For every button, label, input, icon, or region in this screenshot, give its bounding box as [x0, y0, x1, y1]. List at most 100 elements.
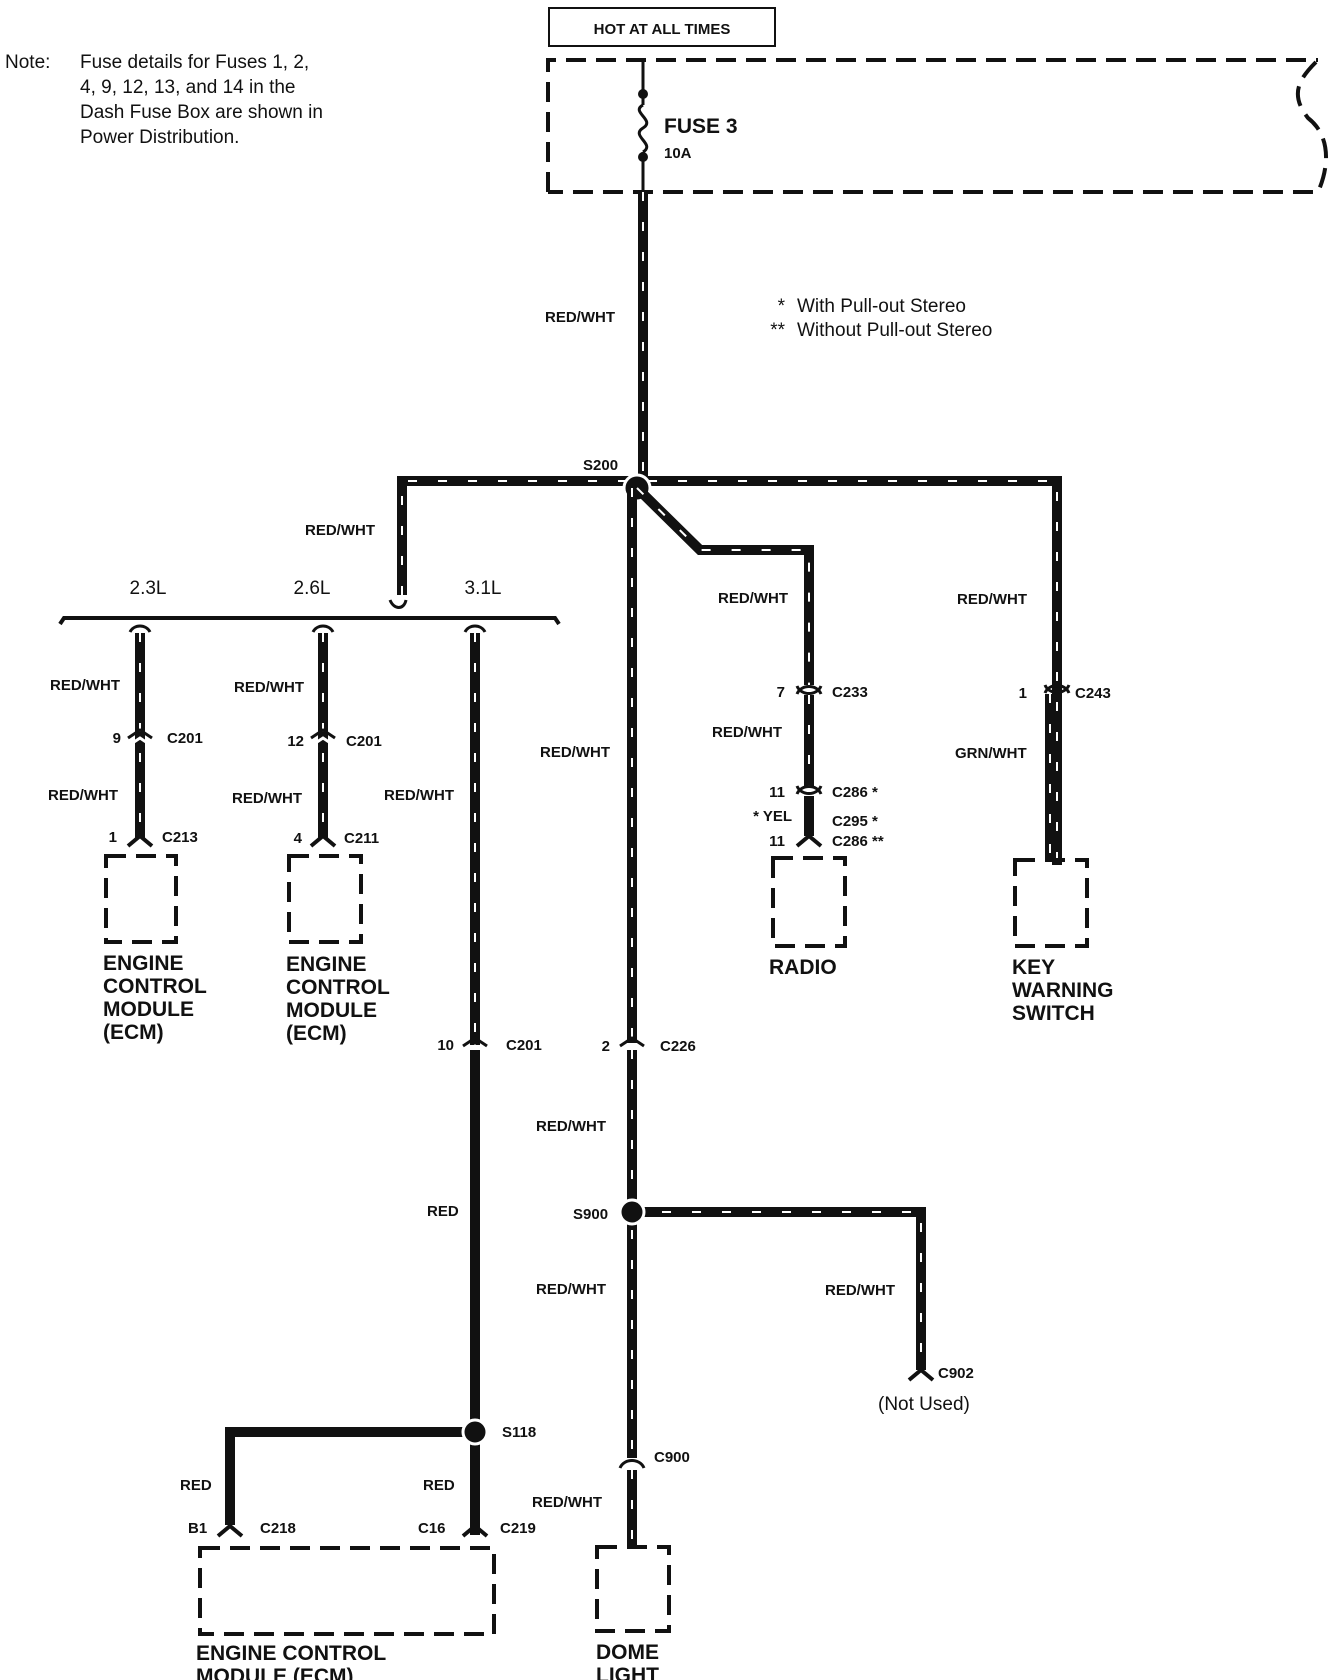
pin-2: 2: [602, 1038, 610, 1055]
legend-double-star: **: [770, 320, 785, 341]
legend: * With Pull-out Stereo ** Without Pull-o…: [770, 296, 992, 341]
connector-c900: C900: [654, 1449, 690, 1466]
wire-label-red-c219: RED: [423, 1477, 455, 1494]
svg-text:DOME: DOME: [596, 1641, 659, 1664]
ecm-2-6l-label: ENGINE CONTROL MODULE (ECM): [286, 953, 390, 1045]
connector-c201-2-6l: C201: [346, 733, 382, 750]
pin-c16: C16: [418, 1520, 446, 1537]
fuse-name: FUSE 3: [664, 115, 738, 138]
engine-2-3l: 2.3L: [130, 578, 167, 599]
note-block: Note: Fuse details for Fuses 1, 2, 4, 9,…: [5, 52, 323, 148]
note-line-1: Fuse details for Fuses 1, 2,: [80, 52, 309, 73]
wire-center-trunk: [618, 488, 646, 1545]
pin-1-c213: 1: [109, 829, 117, 846]
pin-11-c286-star: 11: [769, 784, 785, 801]
wire-branch-2-6l: [309, 624, 337, 848]
wire-label-radio-b: RED/WHT: [712, 724, 782, 741]
engine-2-6l: 2.6L: [294, 578, 331, 599]
splice-s900-dot: [618, 1198, 646, 1226]
svg-text:ENGINE CONTROL: ENGINE CONTROL: [196, 1642, 386, 1665]
wire-s200-bus: [397, 476, 1062, 865]
wire-label-2-6l-b: RED/WHT: [232, 790, 302, 807]
wire-label-red-3-1l: RED: [427, 1203, 459, 1220]
svg-text:(ECM): (ECM): [103, 1021, 164, 1044]
note-line-2: 4, 9, 12, 13, and 14 in the: [80, 77, 296, 98]
dome-light-box: [595, 1545, 671, 1633]
pin-1-c243: 1: [1019, 685, 1027, 702]
ecm-2-3l-label: ENGINE CONTROL MODULE (ECM): [103, 952, 207, 1044]
ecm-3-1l-box: [198, 1546, 496, 1636]
connector-c218: C218: [260, 1520, 296, 1537]
radio-box: [771, 856, 847, 948]
connector-c213: C213: [162, 829, 198, 846]
connector-c211: C211: [344, 830, 379, 847]
svg-text:MODULE: MODULE: [103, 998, 194, 1021]
connector-c243: C243: [1075, 685, 1111, 702]
hot-at-all-times-label: HOT AT ALL TIMES: [594, 21, 731, 38]
wire-key-switch-branch: [1043, 684, 1071, 862]
fuse-rating: 10A: [664, 145, 692, 162]
hot-at-all-times-box: HOT AT ALL TIMES: [548, 7, 776, 47]
svg-text:MODULE: MODULE: [286, 999, 377, 1022]
wire-label-radio-a: RED/WHT: [718, 590, 788, 607]
pin-9: 9: [113, 730, 121, 747]
svg-text:MODULE (ECM): MODULE (ECM): [196, 1665, 353, 1680]
wire-label-key-a: RED/WHT: [957, 591, 1027, 608]
ecm-2-6l-box: [287, 854, 363, 944]
svg-text:SWITCH: SWITCH: [1012, 1002, 1095, 1025]
note-line-3: Dash Fuse Box are shown in: [80, 102, 323, 123]
wire-label-2-3l-a: RED/WHT: [50, 677, 120, 694]
fuse-3: FUSE 3 10A: [637, 60, 738, 192]
wire-branch-2-3l: [126, 624, 154, 848]
wire-label-red-c218: RED: [180, 1477, 212, 1494]
svg-text:KEY: KEY: [1012, 956, 1055, 979]
svg-text:ENGINE: ENGINE: [286, 953, 367, 976]
splice-s200-label: S200: [583, 457, 618, 474]
connector-c286-star: C286 *: [832, 784, 878, 801]
wire-label-2-6l-a: RED/WHT: [234, 679, 304, 696]
engine-bracket: 2.3L 2.6L 3.1L: [58, 578, 561, 626]
splice-s900-label: S900: [573, 1206, 608, 1223]
radio-label: RADIO: [769, 956, 837, 979]
wire-s900-branch: [632, 1207, 935, 1382]
svg-text:ENGINE: ENGINE: [103, 952, 184, 975]
connector-c902: C902: [938, 1365, 974, 1382]
engine-3-1l: 3.1L: [465, 578, 502, 599]
wire-label-trunk: RED/WHT: [545, 309, 615, 326]
note-line-4: Power Distribution.: [80, 127, 239, 148]
legend-single-text: With Pull-out Stereo: [797, 296, 966, 317]
splice-s118-label: S118: [502, 1424, 536, 1441]
svg-text:CONTROL: CONTROL: [103, 975, 207, 998]
pin-10: 10: [437, 1037, 454, 1054]
wire-label-dome: RED/WHT: [532, 1494, 602, 1511]
connector-c226: C226: [660, 1038, 696, 1055]
ecm-2-3l-box: [104, 854, 178, 944]
wire-radio-branch: [633, 484, 823, 848]
pin-4-c211: 4: [294, 830, 303, 847]
dome-light-label: DOME LIGHT: [596, 1641, 659, 1680]
key-switch-label: KEY WARNING SWITCH: [1012, 956, 1114, 1025]
svg-text:(ECM): (ECM): [286, 1022, 347, 1045]
wire-label-c902: RED/WHT: [825, 1282, 895, 1299]
svg-text:LIGHT: LIGHT: [596, 1664, 659, 1680]
fuse-box-outline: [546, 58, 1328, 194]
note-prefix: Note:: [5, 52, 50, 73]
connector-c201-3-1l: C201: [506, 1037, 542, 1054]
svg-text:WARNING: WARNING: [1012, 979, 1114, 1002]
wire-label-3-1l: RED/WHT: [384, 787, 454, 804]
legend-double-text: Without Pull-out Stereo: [797, 320, 992, 341]
key-switch-box: [1013, 858, 1089, 948]
wire-label-c226-s900: RED/WHT: [536, 1118, 606, 1135]
connector-c201-2-3l: C201: [167, 730, 203, 747]
pin-7: 7: [777, 684, 785, 701]
connector-c219: C219: [500, 1520, 536, 1537]
not-used-label: (Not Used): [878, 1394, 970, 1415]
connector-c286-dstar: C286 **: [832, 833, 884, 850]
wire-branch-3-1l: [216, 624, 489, 1538]
wire-label-2-3l-b: RED/WHT: [48, 787, 118, 804]
connector-c233: C233: [832, 684, 868, 701]
pin-b1: B1: [188, 1520, 207, 1537]
connector-c295-star: C295 *: [832, 813, 878, 830]
wire-label-grn-wht: GRN/WHT: [955, 745, 1027, 762]
